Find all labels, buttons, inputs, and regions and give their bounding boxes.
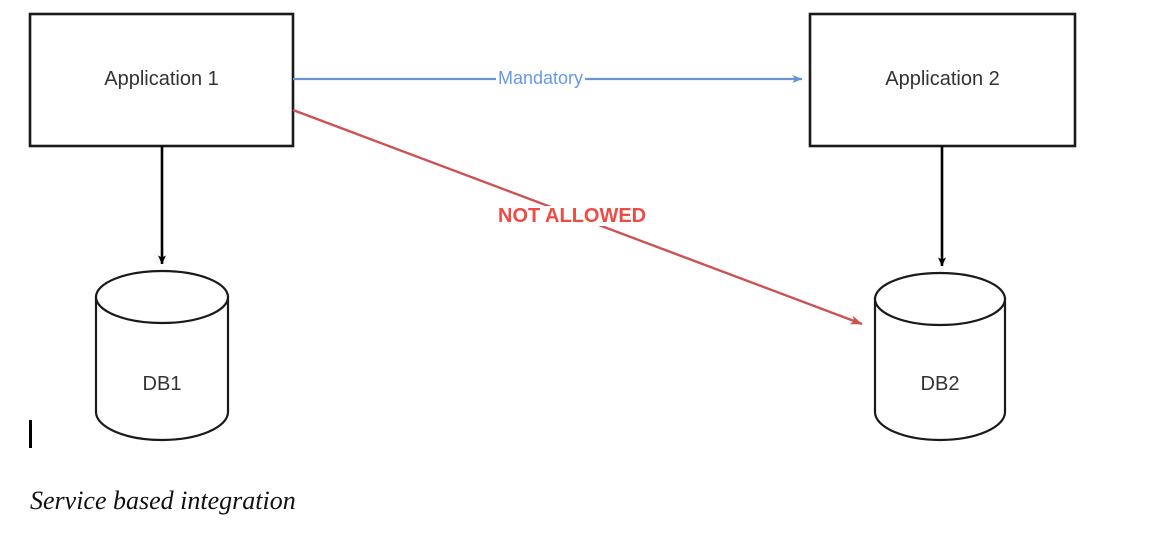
diagram-caption: Service based integration <box>30 486 296 515</box>
edge-label-not-allowed: NOT ALLOWED <box>495 206 650 226</box>
node-application-2[interactable] <box>808 12 1077 148</box>
edge-label-mandatory: Mandatory <box>496 68 586 88</box>
node-application-1[interactable] <box>28 12 295 148</box>
text-cursor-tick <box>29 420 32 448</box>
node-label-db1: DB1 <box>142 373 182 395</box>
node-label-application-2: Application 2 <box>885 68 1000 90</box>
node-label-application-1: Application 1 <box>104 68 219 90</box>
node-db1[interactable] <box>94 269 230 442</box>
node-db2[interactable] <box>873 271 1007 442</box>
node-label-db2: DB2 <box>920 373 960 395</box>
